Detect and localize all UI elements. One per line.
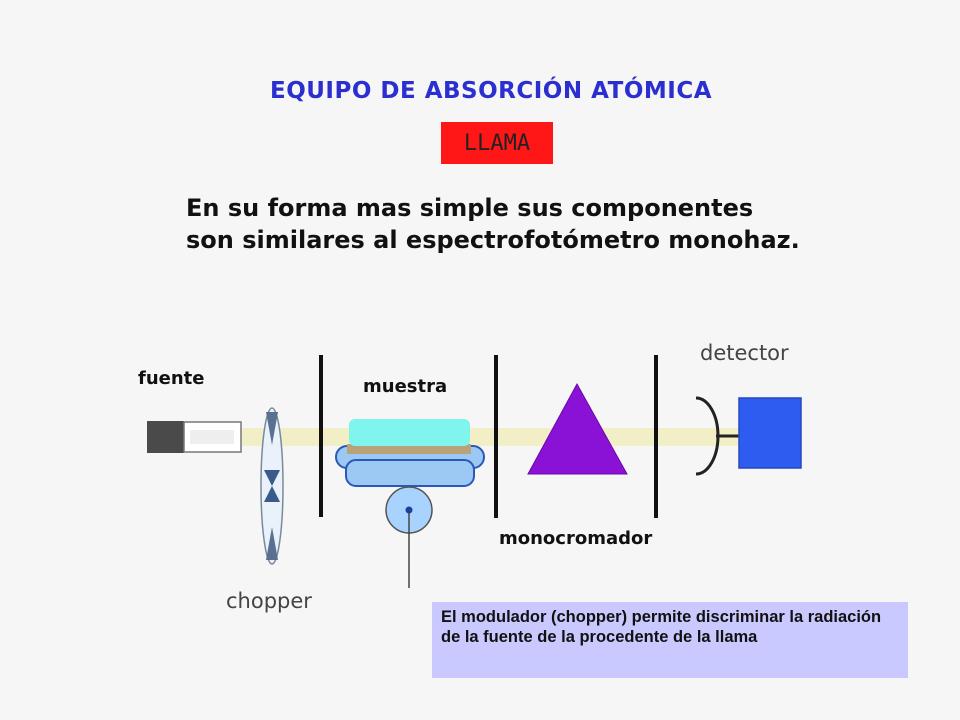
source-lamp [147, 421, 242, 453]
label-chopper: chopper [226, 589, 312, 613]
detector-assembly [695, 396, 802, 476]
label-detector: detector [700, 341, 789, 365]
burner-body [345, 459, 475, 487]
intro-text: En su forma mas simple sus componentes s… [186, 192, 906, 256]
label-monochromator: monocromador [499, 528, 653, 549]
sample-burner [335, 419, 485, 588]
page-title: EQUIPO DE ABSORCIÓN ATÓMICA [269, 78, 712, 104]
chopper-note: El modulador (chopper) permite discrimin… [432, 602, 908, 678]
intro-line-1: En su forma mas simple sus componentes [186, 194, 754, 222]
light-beam [242, 428, 738, 446]
intro-line-2: son similares al espectrofotómetro monoh… [186, 226, 800, 254]
exit-slit [654, 355, 658, 518]
prism [527, 382, 628, 475]
detector-box [738, 397, 802, 469]
sample-base [347, 444, 471, 454]
sample-flame-zone [349, 419, 470, 446]
chopper-disc [260, 407, 284, 565]
label-sample: muestra [363, 376, 448, 397]
flame-badge: LLAMA [441, 122, 553, 164]
middle-slit [494, 355, 498, 518]
entrance-slit [319, 355, 323, 517]
slits [319, 355, 658, 518]
label-source: fuente [138, 368, 205, 389]
